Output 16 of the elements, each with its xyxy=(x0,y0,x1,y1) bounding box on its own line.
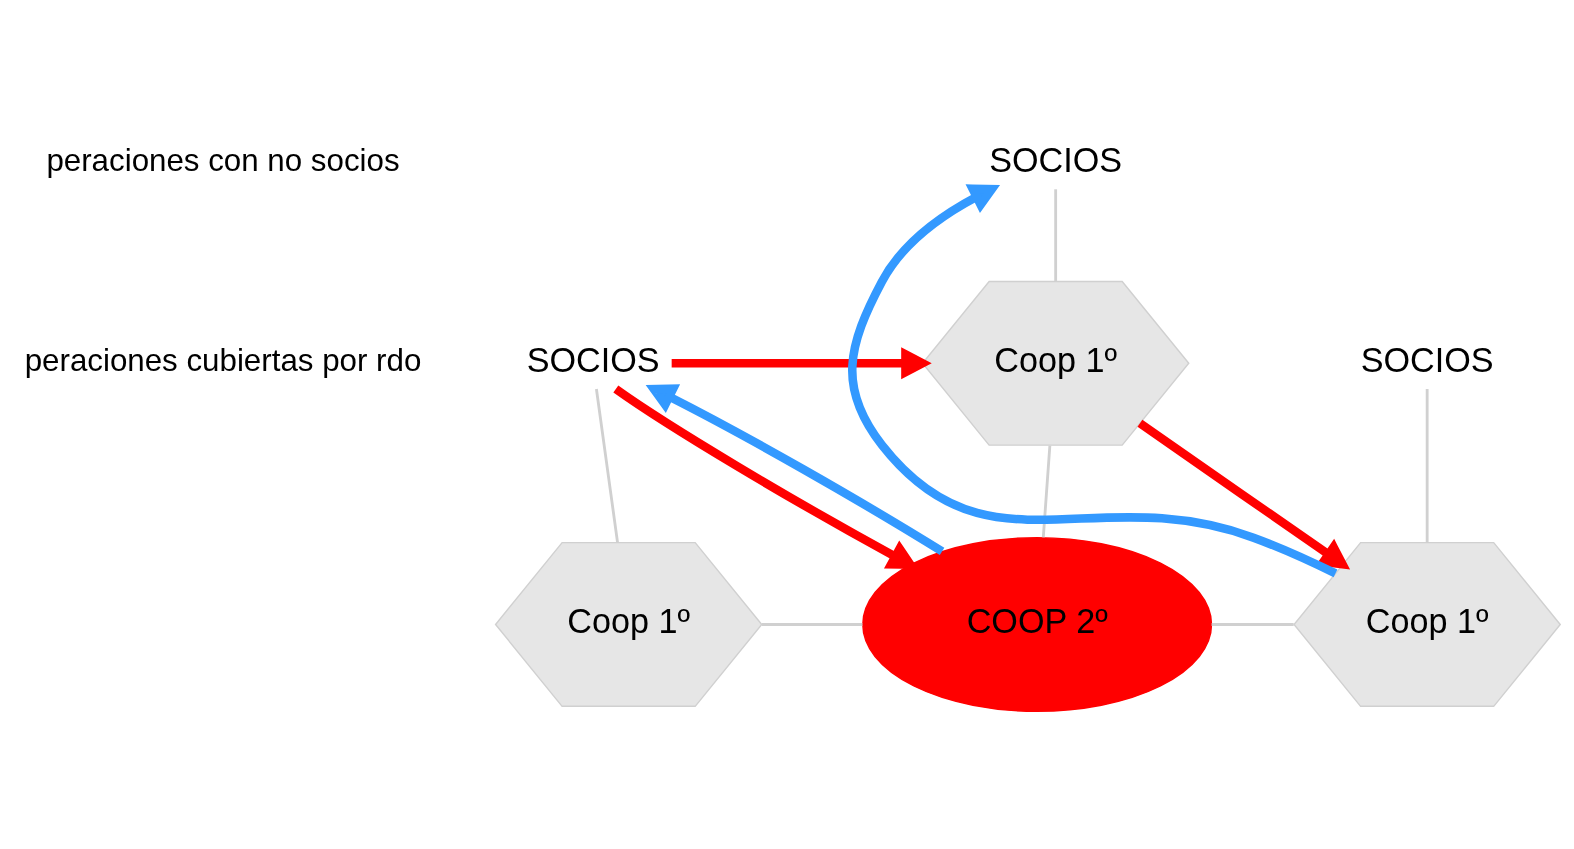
arrow xyxy=(848,184,1338,578)
node-text: SOCIOS xyxy=(1360,341,1494,380)
connector xyxy=(761,623,863,626)
connector xyxy=(1054,189,1058,282)
connector xyxy=(1211,623,1294,626)
node-ellipse: COOP 2º xyxy=(862,536,1213,712)
connector xyxy=(1425,389,1429,543)
arrow xyxy=(671,347,932,380)
arrow xyxy=(1137,419,1351,570)
node-text: SOCIOS xyxy=(989,141,1123,180)
label: peraciones con no socios xyxy=(46,143,400,179)
connector xyxy=(1041,445,1052,538)
label: peraciones cubiertas por rdo xyxy=(24,343,422,379)
connector xyxy=(595,388,619,543)
node-text: SOCIOS xyxy=(526,341,660,380)
arrow xyxy=(645,384,945,556)
